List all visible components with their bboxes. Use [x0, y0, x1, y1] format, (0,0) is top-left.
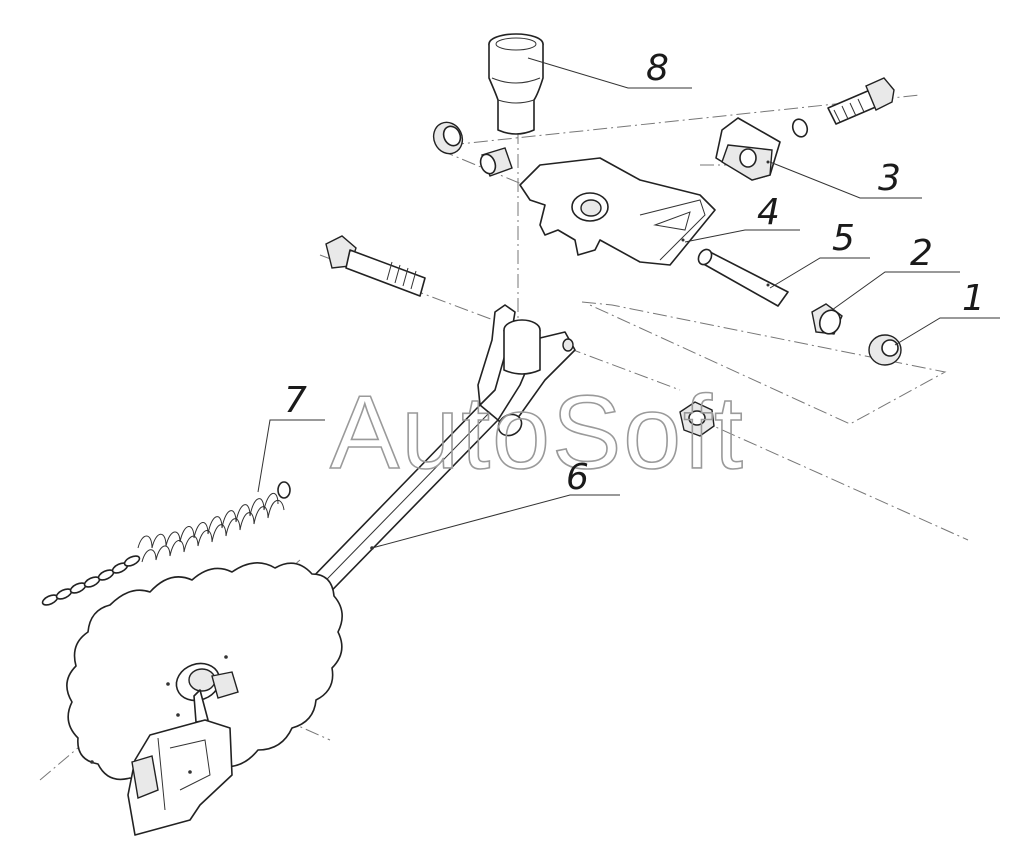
part-bush-small [479, 147, 513, 177]
callout-1: 1 [962, 278, 985, 319]
callout-labels: 8 3 4 5 2 1 6 7 [284, 48, 985, 498]
callout-7: 7 [284, 380, 307, 421]
callout-2: 2 [910, 233, 933, 274]
part-2-bushing [811, 303, 843, 335]
part-1-nut [868, 334, 902, 366]
part-8-bushing [488, 33, 544, 135]
leader-lines [257, 57, 1000, 549]
part-3-clamp-plate [715, 117, 781, 181]
part-spring-washer [791, 118, 809, 138]
chain [41, 555, 141, 606]
part-hub [175, 662, 239, 723]
callout-6: 6 [566, 457, 589, 498]
watermark: AutoSoft [330, 375, 745, 491]
part-7-spring-chain [41, 481, 291, 606]
callout-8: 8 [646, 48, 669, 89]
part-shoe [127, 719, 233, 836]
part-bolt-top [827, 77, 895, 125]
callout-3: 3 [878, 158, 901, 199]
part-bolt-long [325, 235, 426, 297]
callout-4: 4 [757, 192, 780, 233]
part-lock-nut [679, 401, 715, 437]
part-4-bracket [519, 157, 716, 266]
part-5-pin [697, 248, 789, 307]
callout-5: 5 [832, 218, 855, 259]
part-washer-left [432, 121, 464, 155]
